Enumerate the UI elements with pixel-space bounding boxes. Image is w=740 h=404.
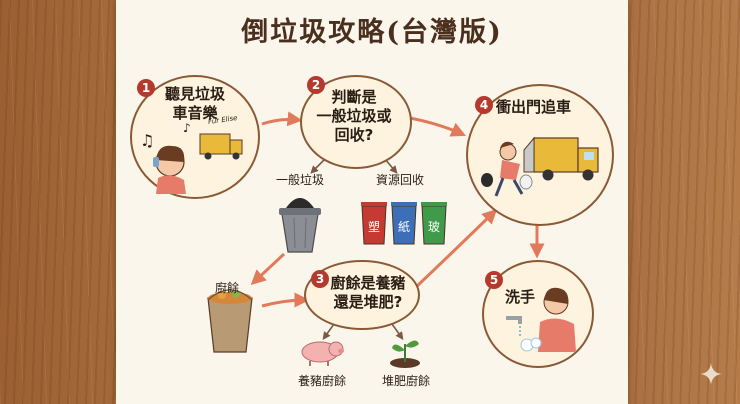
recycle-bins-icon: 塑紙玻	[361, 202, 447, 245]
arrow-food-to-3	[261, 292, 310, 308]
recycle-bin-label: 塑	[368, 219, 380, 234]
recycle-bin-label: 紙	[398, 219, 410, 234]
label-food-waste: 廚餘	[214, 281, 239, 295]
food-waste-bucket-icon	[207, 289, 253, 353]
recycle-bin-label: 玻	[428, 220, 440, 234]
step-5-text: 洗手	[505, 288, 536, 306]
recycle-bin-lid	[361, 202, 387, 206]
label-pig-food: 養豬廚餘	[297, 374, 346, 388]
step-4-text: 衝出門追車	[496, 98, 572, 116]
step-3-badge: 3	[311, 270, 329, 288]
garbage-truck-icon	[523, 136, 599, 181]
step-1-badge: 1	[137, 79, 155, 97]
arrow-3-to-pig	[322, 323, 335, 340]
sprout-compost-icon	[390, 340, 420, 368]
step-1-text: 聽見垃圾 車音樂	[164, 85, 225, 122]
label-compost: 堆肥廚餘	[381, 374, 430, 388]
recycle-bin-lid	[391, 202, 417, 206]
arrow-general-to-food	[250, 252, 286, 286]
trash-can-icon	[279, 198, 321, 253]
running-girl-icon	[481, 141, 533, 197]
step-2-badge: 2	[307, 76, 325, 94]
step-4-badge: 4	[475, 96, 493, 114]
step-1-circle	[130, 75, 260, 199]
step-2-text: 判斷是 一般垃圾或 回收?	[316, 88, 392, 144]
arrow-2-to-4	[409, 116, 467, 137]
garbage-truck-icon	[199, 133, 243, 160]
svg-text:♫: ♫	[140, 131, 154, 150]
step-5-badge: 5	[485, 271, 503, 289]
label-general-garbage: 一般垃圾	[275, 173, 324, 187]
pig-icon	[301, 341, 344, 366]
label-recycling: 資源回收	[375, 173, 424, 187]
sparkle-icon	[700, 363, 722, 385]
page-title: 倒垃圾攻略(台灣版)	[241, 17, 503, 48]
girl-headphones-icon	[153, 145, 186, 194]
faucet-icon	[506, 316, 522, 338]
svg-text:♪: ♪	[183, 121, 191, 135]
music-note-icon: ♫ ♪	[140, 121, 191, 150]
arrow-3-to-4	[413, 208, 498, 290]
arrow-3-to-compost	[391, 323, 404, 340]
step-3-text: 廚餘是養豬 還是堆肥?	[330, 274, 406, 311]
arrow-1-to-2	[261, 111, 303, 127]
girl-washing-hands-icon	[520, 287, 576, 352]
recycle-bin-lid	[421, 202, 447, 206]
